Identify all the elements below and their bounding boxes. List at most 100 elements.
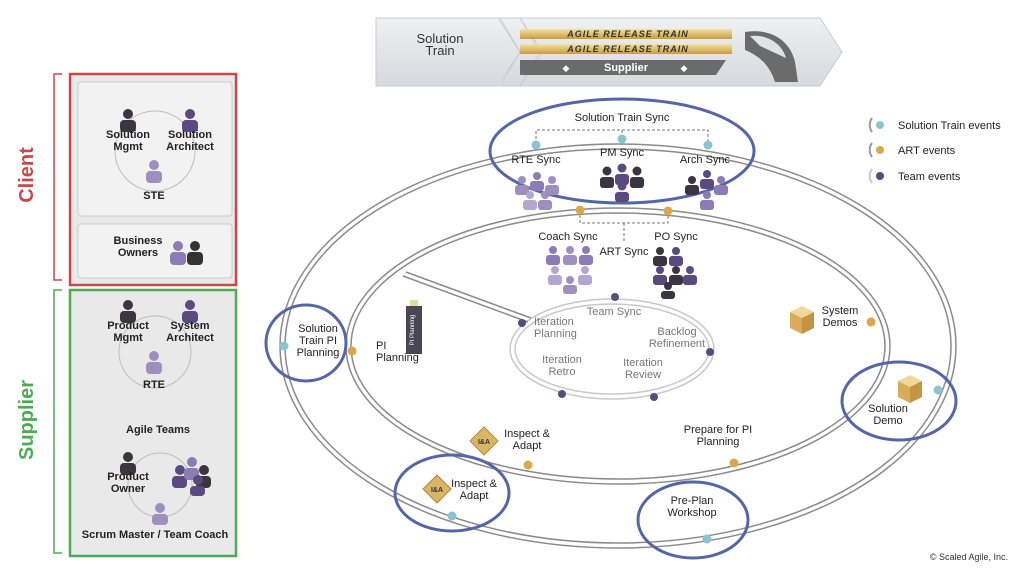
svg-text:Arch Sync: Arch Sync xyxy=(680,154,731,166)
supplier-label: Supplier xyxy=(16,380,38,460)
svg-text:◆: ◆ xyxy=(563,63,570,73)
supplier-bracket xyxy=(53,289,62,554)
solution-demo-event xyxy=(933,385,943,395)
art-sync-area: Coach Sync PO Sync ART Sync xyxy=(538,205,698,299)
solution-demo-highlight xyxy=(840,360,958,442)
scrum-master-person-icon xyxy=(152,503,168,525)
legend-solution-train-events: Solution Train events xyxy=(868,117,1001,133)
iteration-planning-event xyxy=(518,319,526,327)
svg-text:Supplier: Supplier xyxy=(604,62,649,74)
pi-planning-board-icon: PI Planning xyxy=(406,300,422,354)
business-owners-icon xyxy=(170,241,203,265)
po-sync-event xyxy=(663,206,673,216)
svg-text:RTE Sync: RTE Sync xyxy=(511,154,561,166)
iteration-retro-event xyxy=(558,390,566,398)
agile-teams-label: Agile Teams xyxy=(126,424,190,436)
inspect-adapt-inner-icon: I&A xyxy=(469,426,499,456)
solution-train-pi-planning-highlight xyxy=(264,303,348,383)
team-sync-event xyxy=(611,293,619,301)
legend-art-events: ART events xyxy=(868,142,956,158)
coach-sync-event xyxy=(575,205,585,215)
pi-planning-event xyxy=(347,346,357,356)
svg-text:Solution Train events: Solution Train events xyxy=(898,120,1001,132)
ste-person-icon xyxy=(146,160,162,183)
agile-team-group-icon xyxy=(172,457,211,496)
rte-person-icon xyxy=(146,351,162,374)
inspect-adapt-inner-event xyxy=(523,460,533,470)
art-bar-2: AGILE RELEASE TRAIN xyxy=(520,44,732,54)
svg-text:AGILE RELEASE TRAIN: AGILE RELEASE TRAIN xyxy=(566,29,689,39)
system-demos-box-icon xyxy=(790,306,814,334)
inspect-adapt-outer-highlight xyxy=(393,453,511,533)
legend: Solution Train events ART events Team ev… xyxy=(868,117,1001,184)
solution-architect-person-icon xyxy=(182,109,198,132)
pre-plan-workshop-event xyxy=(702,534,712,544)
svg-text:PM Sync: PM Sync xyxy=(600,147,645,159)
inspect-adapt-inner-area: I&A Inspect &Adapt xyxy=(469,426,551,470)
banner-chevron-1 xyxy=(375,17,521,87)
rte-sync-event xyxy=(531,140,541,150)
svg-text:Inspect &Adapt: Inspect &Adapt xyxy=(451,478,498,502)
team-spur-track xyxy=(402,271,532,323)
prepare-pi-planning-event xyxy=(729,458,739,468)
system-architect-person-icon xyxy=(182,300,198,323)
svg-text:Inspect &Adapt: Inspect &Adapt xyxy=(504,428,551,452)
ste-label: STE xyxy=(143,190,164,202)
svg-text:PO Sync: PO Sync xyxy=(654,231,698,243)
solution-train-sync-area: Solution Train Sync RTE Sync PM Sync Arc… xyxy=(488,97,756,210)
legend-team-events: Team events xyxy=(868,168,961,184)
inspect-adapt-outer-icon: I&A xyxy=(422,474,452,504)
solution-mgmt-person-icon xyxy=(120,109,136,132)
solution-train-pi-planning-event xyxy=(279,341,289,351)
svg-text:I&A: I&A xyxy=(478,439,490,446)
arch-group-icon xyxy=(685,170,728,210)
svg-text:◆: ◆ xyxy=(681,63,688,73)
pre-plan-workshop-highlight xyxy=(636,480,750,560)
svg-text:AGILE RELEASE TRAIN: AGILE RELEASE TRAIN xyxy=(566,44,689,54)
coach-group-icon xyxy=(546,246,593,294)
pm-group-icon xyxy=(600,163,644,202)
svg-text:I&A: I&A xyxy=(431,487,443,494)
svg-text:Solution Train Sync: Solution Train Sync xyxy=(575,112,670,124)
inspect-adapt-outer-area: I&A Inspect &Adapt xyxy=(393,453,511,533)
client-bracket xyxy=(53,73,62,281)
solution-demo-box-icon xyxy=(898,375,922,403)
solution-train-sync-highlight xyxy=(488,97,756,205)
svg-text:Team events: Team events xyxy=(898,171,961,183)
svg-text:Coach Sync: Coach Sync xyxy=(538,231,598,243)
inspect-adapt-outer-event xyxy=(447,511,457,521)
iteration-review-event xyxy=(650,393,658,401)
product-mgmt-person-icon xyxy=(120,300,136,323)
copyright-text: © Scaled Agile, Inc. xyxy=(930,552,1008,562)
client-label: Client xyxy=(16,147,38,203)
art-bar-1: AGILE RELEASE TRAIN xyxy=(520,29,732,39)
svg-text:Team Sync: Team Sync xyxy=(587,306,642,318)
po-group-icon xyxy=(653,247,697,299)
supplier-bar: ◆ Supplier ◆ xyxy=(520,60,726,75)
pm-sync-event xyxy=(617,134,627,144)
